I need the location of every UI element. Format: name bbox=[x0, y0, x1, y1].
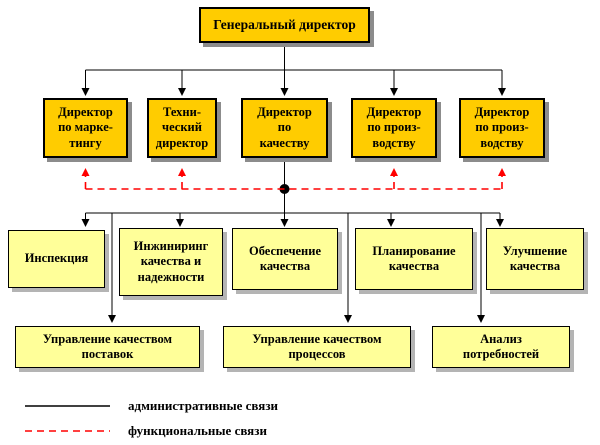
node-general-director: Генеральный директор bbox=[199, 7, 370, 43]
node-director-production-1: Директор по произ- водству bbox=[351, 98, 437, 158]
functional-connectors bbox=[81, 168, 506, 190]
node-needs-analysis: Анализ потребностей bbox=[432, 326, 570, 368]
node-director-production-2: Директор по произ- водству bbox=[459, 98, 545, 158]
node-quality-engineering: Инжиниринг качества и надежности bbox=[119, 228, 223, 296]
node-supply-quality-management: Управление качеством поставок bbox=[15, 326, 200, 368]
node-process-quality-management: Управление качеством процессов bbox=[223, 326, 411, 368]
legend-functional-label: функциональные связи bbox=[128, 423, 267, 438]
node-quality-improvement: Улучшение качества bbox=[486, 228, 584, 290]
node-technical-director: Техни- ческий директор bbox=[147, 98, 217, 158]
node-director-quality: Директор по качеству bbox=[241, 98, 328, 158]
junction-dot bbox=[279, 184, 290, 194]
node-quality-planning: Планирование качества bbox=[355, 228, 473, 290]
node-inspection: Инспекция bbox=[8, 230, 105, 288]
node-director-marketing: Директор по марке- тингу bbox=[43, 98, 128, 158]
node-quality-assurance: Обеспечение качества bbox=[232, 228, 338, 290]
legend-administrative-label: административные связи bbox=[128, 398, 279, 413]
